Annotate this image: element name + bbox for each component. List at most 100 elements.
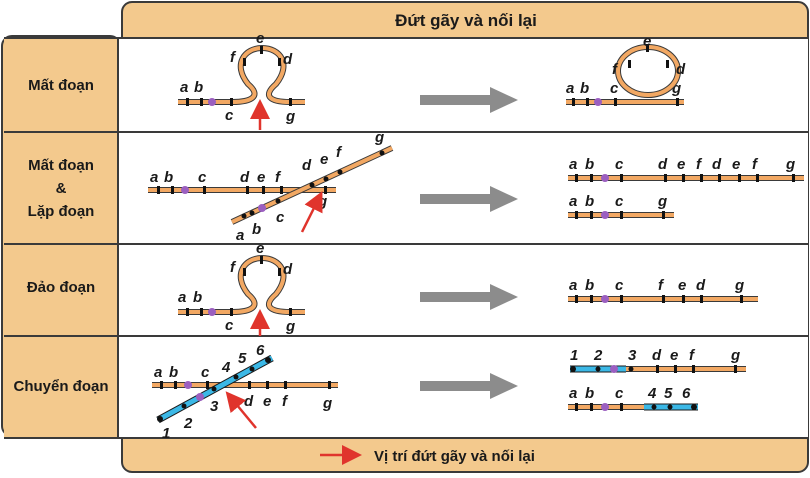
svg-text:e: e bbox=[670, 347, 678, 364]
svg-text:b: b bbox=[193, 289, 202, 306]
transform-arrow bbox=[420, 186, 518, 212]
deletion-before: a b c d e f g bbox=[178, 30, 305, 130]
label-column bbox=[4, 38, 118, 438]
svg-text:g: g bbox=[730, 347, 740, 364]
legend: Vị trí đứt gãy và nối lại bbox=[320, 445, 535, 465]
svg-text:f: f bbox=[336, 144, 343, 161]
svg-text:d: d bbox=[240, 169, 250, 186]
svg-text:a: a bbox=[154, 364, 162, 381]
deletion-after: a b c g d e f bbox=[566, 33, 686, 106]
svg-text:e: e bbox=[732, 156, 740, 173]
svg-text:1: 1 bbox=[570, 347, 578, 364]
svg-text:c: c bbox=[225, 317, 234, 334]
svg-text:f: f bbox=[282, 393, 289, 410]
svg-text:e: e bbox=[257, 169, 265, 186]
svg-text:e: e bbox=[320, 151, 328, 168]
svg-text:f: f bbox=[275, 169, 282, 186]
svg-text:f: f bbox=[658, 277, 665, 294]
svg-text:b: b bbox=[585, 385, 594, 402]
svg-text:b: b bbox=[585, 156, 594, 173]
svg-text:1: 1 bbox=[162, 425, 170, 442]
svg-text:f: f bbox=[689, 347, 696, 364]
svg-text:g: g bbox=[657, 193, 667, 210]
svg-text:e: e bbox=[256, 30, 264, 47]
svg-text:f: f bbox=[612, 61, 619, 78]
svg-text:g: g bbox=[285, 318, 295, 335]
svg-text:d: d bbox=[712, 156, 722, 173]
svg-text:c: c bbox=[615, 156, 624, 173]
diagram-title: Đứt gãy và nối lại bbox=[395, 11, 537, 30]
svg-text:g: g bbox=[785, 156, 795, 173]
svg-text:e: e bbox=[678, 277, 686, 294]
svg-text:c: c bbox=[276, 209, 285, 226]
svg-text:b: b bbox=[252, 221, 261, 238]
svg-text:g: g bbox=[285, 108, 295, 125]
svg-text:d: d bbox=[696, 277, 706, 294]
svg-text:g: g bbox=[734, 277, 744, 294]
svg-text:d: d bbox=[283, 261, 293, 278]
row-label-deletion-duplication-line3: Lặp đoạn bbox=[28, 203, 95, 220]
svg-text:c: c bbox=[615, 277, 624, 294]
dup-before-chromosome-2: a b c d e f g bbox=[230, 129, 394, 244]
svg-text:g: g bbox=[671, 80, 681, 97]
svg-text:d: d bbox=[283, 51, 293, 68]
svg-text:5: 5 bbox=[664, 385, 673, 402]
row-label-inversion: Đảo đoạn bbox=[27, 279, 95, 296]
svg-text:c: c bbox=[201, 364, 210, 381]
svg-text:b: b bbox=[164, 169, 173, 186]
svg-text:d: d bbox=[244, 393, 254, 410]
translocation-after-chromosome-2: a b c 4 5 6 bbox=[568, 385, 698, 411]
transform-arrow bbox=[420, 87, 518, 113]
transform-arrow bbox=[420, 373, 518, 399]
svg-text:b: b bbox=[194, 79, 203, 96]
svg-text:2: 2 bbox=[593, 347, 603, 364]
svg-text:f: f bbox=[230, 259, 237, 276]
svg-text:c: c bbox=[615, 193, 624, 210]
transform-arrow bbox=[420, 284, 518, 310]
svg-text:a: a bbox=[569, 385, 577, 402]
dup-after-chromosome-1: a b c d e f d e f g bbox=[568, 156, 804, 182]
svg-text:b: b bbox=[169, 364, 178, 381]
svg-text:d: d bbox=[302, 157, 312, 174]
row-label-deletion: Mất đoạn bbox=[28, 77, 94, 94]
svg-text:d: d bbox=[658, 156, 668, 173]
break-arrow bbox=[225, 391, 257, 429]
svg-text:a: a bbox=[180, 79, 188, 96]
inversion-after: a b c f e d g bbox=[568, 277, 758, 303]
svg-text:6: 6 bbox=[682, 385, 691, 402]
svg-text:c: c bbox=[225, 107, 234, 124]
svg-text:f: f bbox=[696, 156, 703, 173]
svg-text:b: b bbox=[580, 80, 589, 97]
svg-text:b: b bbox=[585, 193, 594, 210]
row-label-deletion-duplication-line2: & bbox=[56, 180, 67, 197]
svg-text:g: g bbox=[374, 129, 384, 146]
svg-text:4: 4 bbox=[221, 359, 231, 376]
svg-text:d: d bbox=[676, 61, 686, 78]
translocation-before-chromosome-2: 1 2 3 4 5 6 bbox=[156, 342, 274, 442]
svg-text:a: a bbox=[566, 80, 574, 97]
svg-text:a: a bbox=[236, 227, 244, 244]
svg-text:a: a bbox=[569, 193, 577, 210]
svg-text:e: e bbox=[256, 240, 264, 257]
svg-text:c: c bbox=[198, 169, 207, 186]
svg-text:3: 3 bbox=[210, 398, 219, 415]
svg-text:f: f bbox=[752, 156, 759, 173]
svg-text:2: 2 bbox=[183, 415, 193, 432]
translocation-after-chromosome-1: 1 2 3 d e f g bbox=[570, 347, 746, 373]
svg-text:f: f bbox=[230, 49, 237, 66]
svg-text:e: e bbox=[677, 156, 685, 173]
svg-text:a: a bbox=[178, 289, 186, 306]
content-area bbox=[4, 38, 808, 438]
row-label-deletion-duplication-line1: Mất đoạn bbox=[28, 157, 94, 174]
svg-text:3: 3 bbox=[628, 347, 637, 364]
legend-text: Vị trí đứt gãy và nối lại bbox=[374, 448, 535, 465]
svg-text:e: e bbox=[643, 33, 651, 50]
svg-text:a: a bbox=[569, 277, 577, 294]
translocation-before-chromosome-1: a b c d e f g bbox=[152, 364, 338, 412]
row-label-translocation: Chuyển đoạn bbox=[13, 378, 108, 395]
svg-text:4: 4 bbox=[647, 385, 657, 402]
svg-text:5: 5 bbox=[238, 350, 247, 367]
svg-text:g: g bbox=[322, 395, 332, 412]
svg-text:a: a bbox=[150, 169, 158, 186]
